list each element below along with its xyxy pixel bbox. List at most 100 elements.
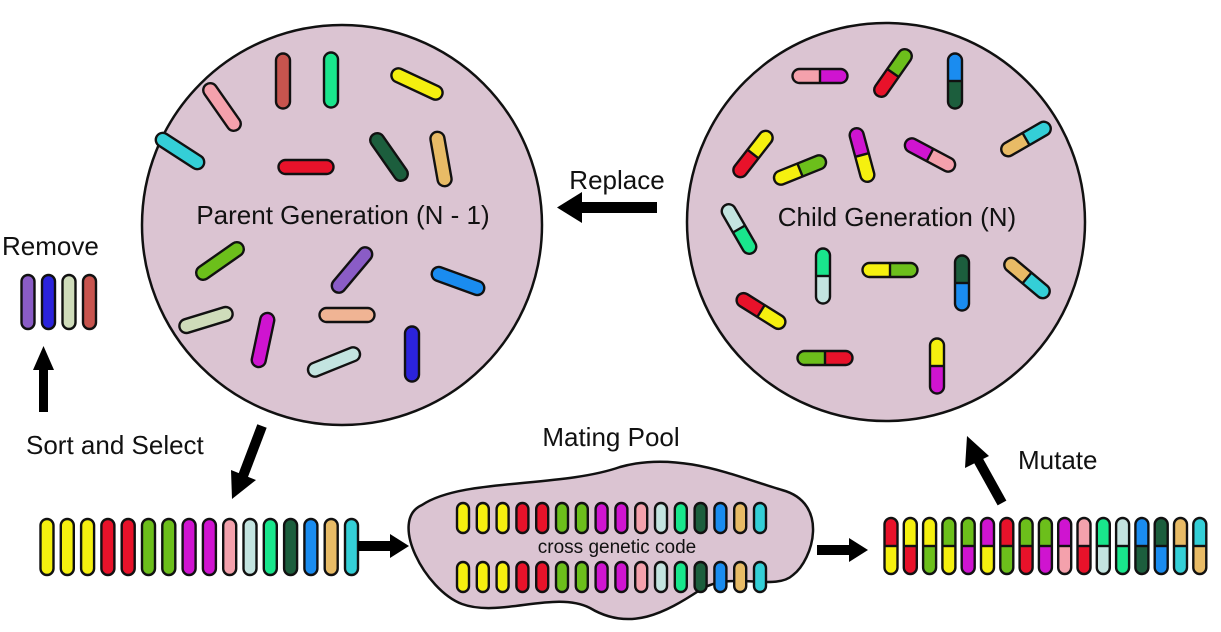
selected-chromosome — [303, 517, 319, 577]
selected-chromosome — [79, 517, 96, 577]
mating-chromosome-top — [495, 501, 510, 535]
mutated-chromosome — [1153, 516, 1169, 576]
mutated-chromosome — [1056, 516, 1073, 576]
selected-chromosome — [140, 517, 157, 577]
mutated-chromosome — [1018, 516, 1034, 576]
sort-select-arrow — [231, 424, 267, 499]
selected-chromosome — [323, 517, 339, 577]
parent-chromosome — [202, 82, 242, 132]
mating-chromosome-bottom — [535, 560, 550, 594]
cross-genetic-code-label: cross genetic code — [538, 537, 696, 558]
child-chromosome — [953, 254, 971, 312]
mutated-chromosome — [921, 516, 938, 576]
mating-chromosome-top — [733, 501, 748, 535]
parent-chromosome — [274, 52, 292, 110]
mutated-chromosome — [1037, 516, 1054, 576]
child-chromosome — [771, 153, 829, 187]
child-chromosome — [946, 52, 964, 110]
replace-arrow — [557, 192, 657, 223]
selected-chromosome — [201, 517, 218, 577]
mating-chromosome-top — [673, 501, 688, 535]
mating-chromosome-bottom — [614, 560, 629, 594]
parent-chromosome — [318, 306, 376, 324]
mutated-chromosome — [1095, 516, 1112, 576]
parent-chromosome — [390, 67, 444, 101]
sort-and-select-label: Sort and Select — [26, 430, 205, 460]
mating-chromosome-top — [713, 501, 728, 535]
mating-chromosome-top — [594, 501, 609, 535]
mutated-chromosome — [1192, 516, 1208, 576]
parent-chromosome — [250, 311, 276, 369]
mating-chromosome-top — [653, 501, 669, 535]
parent-generation-pool — [140, 23, 544, 427]
selected-chromosome — [161, 517, 177, 577]
removed-chromosome — [81, 273, 98, 331]
remove-label: Remove — [2, 231, 99, 261]
child-chromosome — [796, 349, 854, 367]
parent-chromosome — [195, 241, 245, 281]
mating-chromosome-bottom — [693, 560, 708, 594]
parent-chromosome — [178, 305, 234, 335]
to-mutation-arrow — [817, 538, 868, 562]
mutate-arrow — [965, 436, 1007, 506]
parent-chromosome — [429, 130, 453, 188]
mating-chromosome-bottom — [594, 560, 609, 594]
mutate-label: Mutate — [1018, 445, 1098, 475]
mating-chromosome-top — [614, 501, 629, 535]
child-chromosome — [814, 247, 832, 305]
mating-chromosome-top — [554, 501, 570, 535]
mutated-chromosome — [1076, 516, 1092, 576]
selected-chromosome — [100, 517, 116, 577]
parent-chromosome-group — [154, 51, 486, 383]
child-chromosome — [998, 119, 1054, 159]
mating-chromosome-bottom — [733, 560, 748, 594]
mutated-chromosome — [979, 516, 996, 576]
remove-arrow — [33, 346, 54, 412]
child-chromosome-group — [719, 46, 1054, 395]
mating-chromosome-top — [515, 501, 530, 535]
child-chromosome — [791, 67, 849, 85]
child-generation-label: Child Generation (N) — [778, 202, 1016, 232]
mating-pool-label: Mating Pool — [542, 422, 679, 452]
mating-chromosome-bottom — [475, 560, 490, 594]
child-chromosome — [928, 337, 946, 395]
selected-chromosome — [59, 517, 76, 577]
selected-chromosome-row — [39, 517, 360, 577]
mating-chromosome-top — [634, 501, 649, 535]
selected-chromosome — [343, 517, 360, 577]
to-mating-pool-arrow — [358, 534, 409, 558]
mutated-chromosome — [960, 516, 976, 576]
child-chromosome — [861, 261, 919, 279]
mutated-chromosome — [941, 516, 957, 576]
parent-chromosome — [403, 325, 421, 383]
replace-label: Replace — [569, 165, 664, 195]
mating-chromosome-bottom — [653, 560, 669, 594]
selected-chromosome — [262, 517, 278, 577]
parent-chromosome — [154, 131, 206, 171]
mating-chromosome-bottom — [634, 560, 649, 594]
parent-chromosome — [277, 158, 335, 176]
mating-chromosome-top — [535, 501, 550, 535]
selected-chromosome — [282, 517, 299, 577]
mating-chromosome-top — [475, 501, 490, 535]
mating-chromosome-top — [752, 501, 768, 535]
mutated-chromosome — [1114, 516, 1131, 576]
mating-chromosome-bottom — [515, 560, 530, 594]
mating-chromosome-bottom — [673, 560, 688, 594]
child-chromosome — [871, 46, 915, 100]
mutated-chromosome — [883, 516, 899, 576]
mutated-chromosome — [999, 516, 1015, 576]
child-chromosome — [730, 128, 776, 180]
parent-chromosome — [430, 265, 486, 297]
mating-chromosome-bottom — [713, 560, 728, 594]
child-chromosome — [1001, 254, 1053, 302]
mating-chromosome-bottom — [752, 560, 768, 594]
removed-chromosome — [61, 273, 77, 331]
mutated-chromosome-row — [883, 516, 1208, 576]
child-chromosome — [902, 135, 958, 175]
child-chromosome — [719, 201, 759, 257]
selected-chromosome — [39, 517, 55, 577]
child-chromosome — [733, 290, 789, 332]
selected-chromosome — [221, 517, 238, 577]
